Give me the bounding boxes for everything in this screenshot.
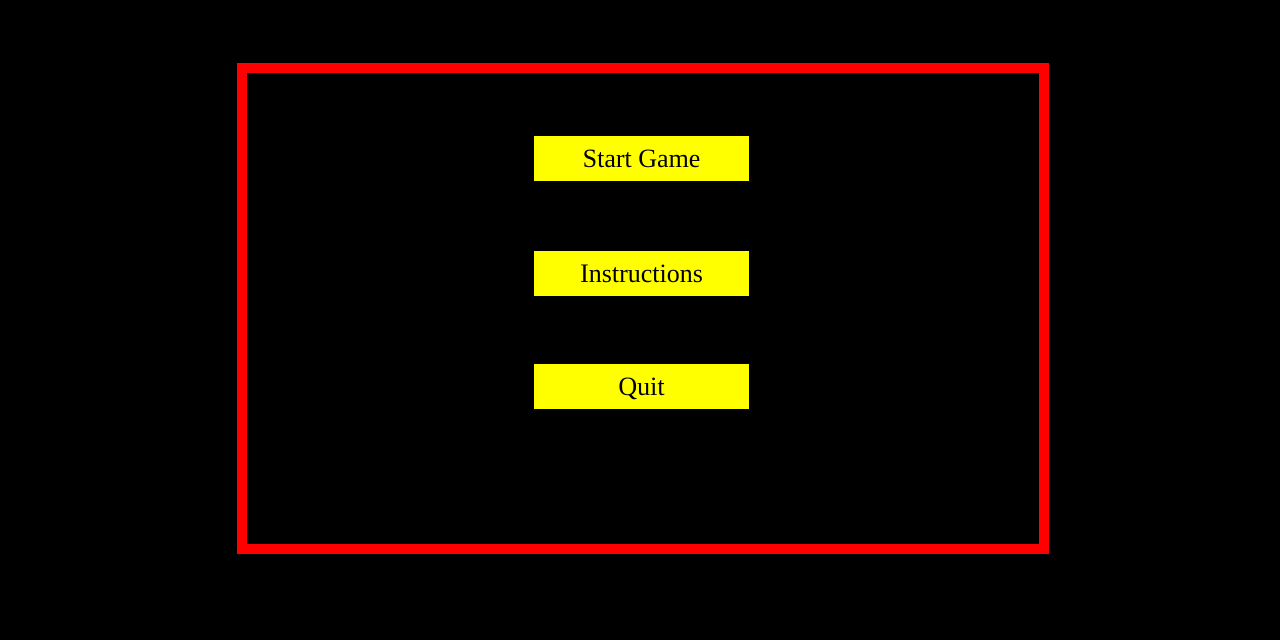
- instructions-button[interactable]: Instructions: [534, 251, 749, 296]
- instructions-button-label: Instructions: [580, 258, 703, 288]
- quit-button-label: Quit: [618, 371, 665, 401]
- start-game-button-label: Start Game: [582, 143, 701, 173]
- start-game-button[interactable]: Start Game: [534, 136, 749, 181]
- quit-button[interactable]: Quit: [534, 364, 749, 409]
